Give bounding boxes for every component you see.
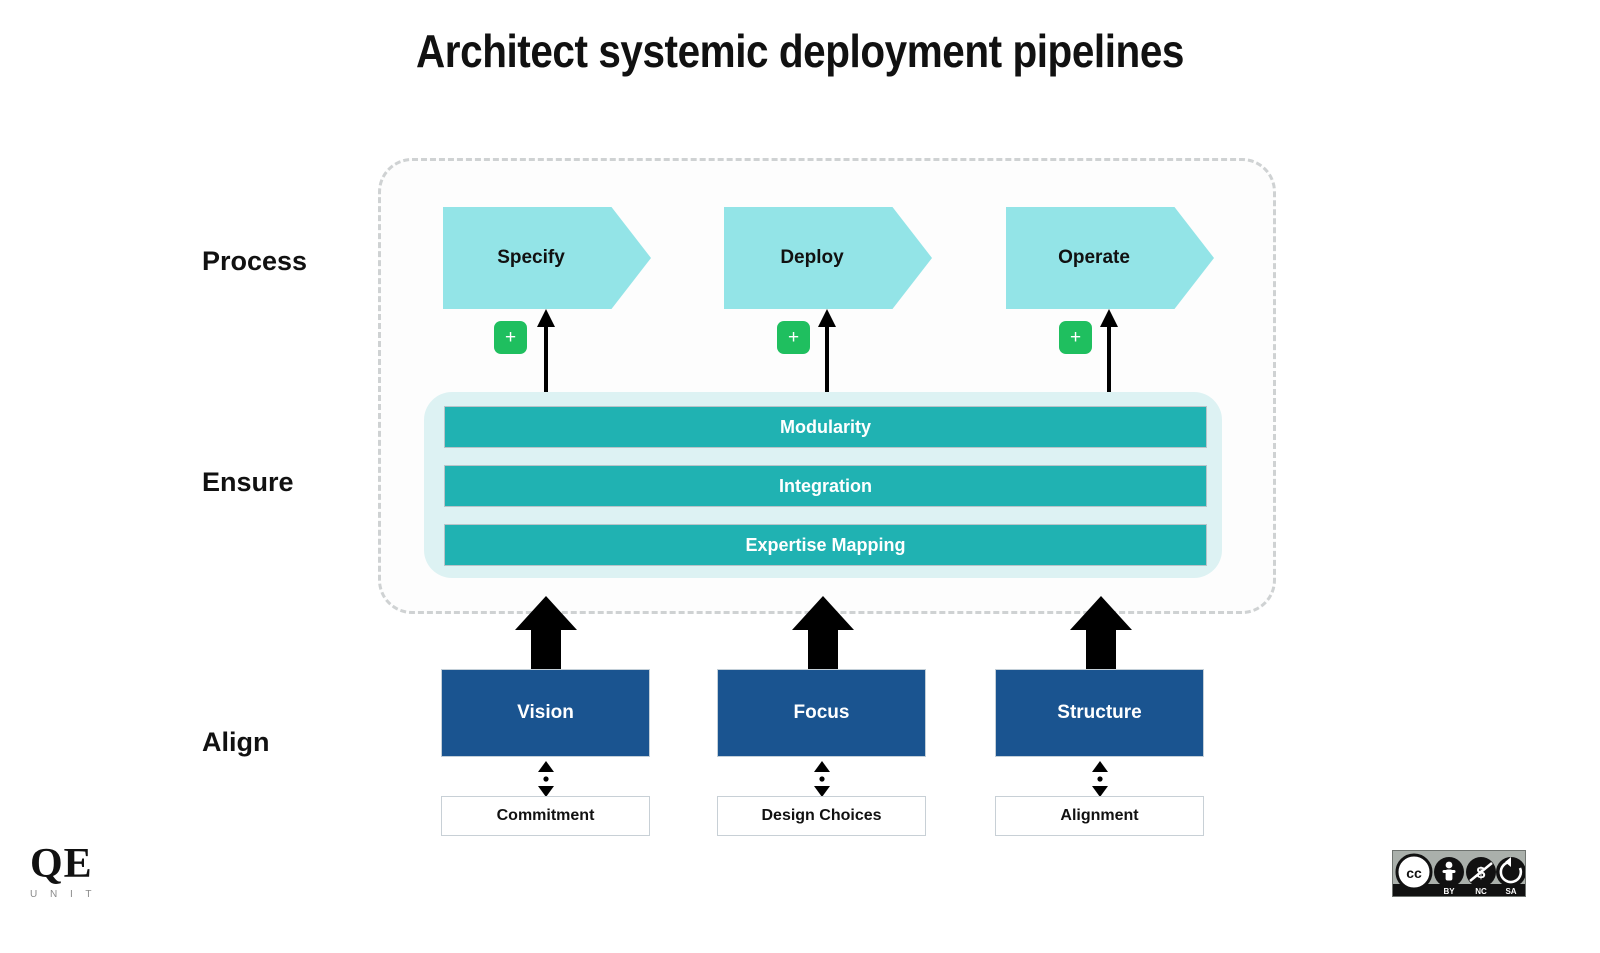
process-step-deploy[interactable]: Deploy (724, 207, 932, 309)
row-label-process: Process (202, 246, 308, 276)
caption-box-commitment[interactable]: Commitment (441, 796, 650, 836)
ensure-bar-label: Integration (779, 475, 872, 496)
align-box-label: Focus (793, 702, 850, 723)
process-step-label: Operate (1058, 247, 1130, 268)
process-step-label: Deploy (780, 247, 844, 268)
thick-upward-arrow-icon (792, 596, 854, 670)
align-box-structure[interactable]: Structure (995, 669, 1204, 757)
svg-text:NC: NC (1475, 887, 1487, 896)
svg-text:SA: SA (1505, 887, 1516, 896)
align-box-label: Structure (1057, 702, 1142, 723)
align-box-focus[interactable]: Focus (717, 669, 926, 757)
ensure-bar-expertise-mapping[interactable]: Expertise Mapping (444, 524, 1207, 566)
caption-box-label: Design Choices (761, 807, 882, 824)
double-headed-arrow-icon (538, 761, 554, 797)
double-headed-arrow-icon (1092, 761, 1108, 797)
align-box-vision[interactable]: Vision (441, 669, 650, 757)
process-step-label: Specify (497, 247, 565, 268)
row-label-align: Align (202, 727, 270, 757)
row-label-ensure: Ensure (202, 467, 294, 497)
svg-text:cc: cc (1406, 865, 1422, 881)
ensure-bar-label: Modularity (779, 416, 871, 437)
qe-unit-logo: QE U N I T (30, 841, 150, 900)
thick-upward-arrow-icon (515, 596, 577, 670)
caption-box-design-choices[interactable]: Design Choices (717, 796, 926, 836)
cc-by-nc-sa-icon: cc $ BY NC SA (1393, 853, 1525, 896)
ensure-bar-integration[interactable]: Integration (444, 465, 1207, 507)
ensure-bar-label: Expertise Mapping (745, 534, 906, 555)
process-step-specify[interactable]: Specify (443, 207, 651, 309)
logo-mark: QE (30, 841, 93, 887)
svg-text:BY: BY (1443, 887, 1455, 896)
align-box-label: Vision (517, 702, 574, 723)
add-deploy-button[interactable]: + (777, 321, 810, 354)
caption-box-alignment[interactable]: Alignment (995, 796, 1204, 836)
thick-upward-arrow-icon (1070, 596, 1132, 670)
add-operate-button[interactable]: + (1059, 321, 1092, 354)
double-headed-arrow-icon (814, 761, 830, 797)
creative-commons-badge: cc $ BY NC SA (1392, 850, 1526, 897)
logo-subtitle: U N I T (30, 889, 97, 900)
process-step-operate[interactable]: Operate (1006, 207, 1214, 309)
ensure-bar-modularity[interactable]: Modularity (444, 406, 1207, 448)
add-specify-button[interactable]: + (494, 321, 527, 354)
caption-box-label: Alignment (1060, 807, 1139, 824)
page-title: Architect systemic deployment pipelines (416, 25, 1184, 77)
caption-box-label: Commitment (496, 807, 595, 824)
